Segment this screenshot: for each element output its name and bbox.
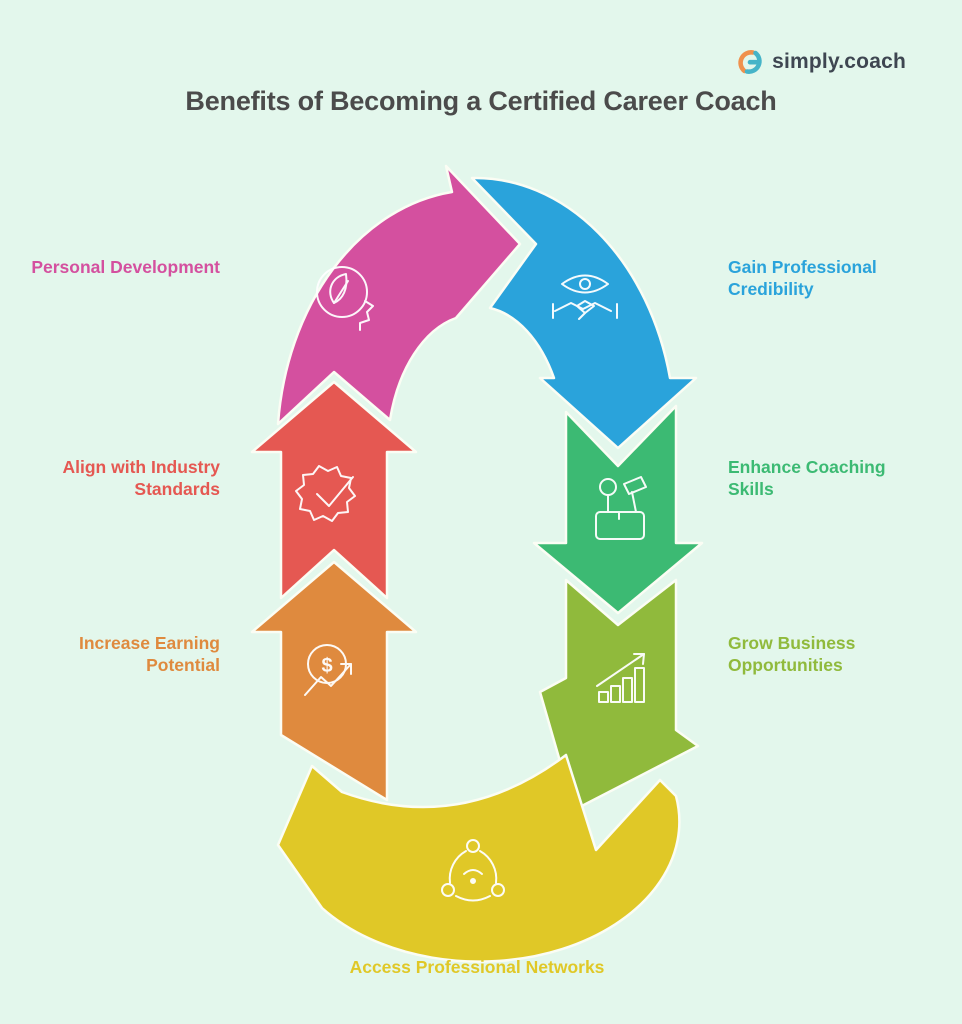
svg-text:$: $ (321, 655, 332, 677)
segment-personal-development (276, 164, 522, 426)
label-personal-development: Personal Development (31, 257, 220, 277)
badge-check-icon (295, 465, 356, 522)
label-access-professional-networks: Access Professional Networks (349, 957, 605, 977)
tools-icon (595, 476, 647, 540)
logo-arc-orange (738, 50, 756, 74)
growth-chart-icon (596, 653, 645, 703)
network-icon (441, 839, 505, 902)
dollar-arrow-icon: $ (304, 644, 352, 696)
logo-arc-teal (744, 50, 762, 74)
eye-handshake-icon (552, 274, 618, 320)
head-leaf-icon (316, 266, 374, 331)
segment-align-with-industry-standards (250, 380, 418, 600)
segment-access-professional-networks (276, 753, 681, 963)
label-align-with-industry-standards: Align with Industry Standards (62, 457, 221, 500)
label-gain-professional-credibility: Gain Professional Credibility (728, 257, 877, 300)
simply-coach-logo: simply.coach (736, 48, 906, 76)
logo-text: simply.coach (772, 50, 906, 73)
label-enhance-coaching-skills: Enhance Coaching Skills (728, 457, 886, 500)
simply-coach-logo-icon (738, 50, 762, 74)
segment-enhance-coaching-skills (532, 404, 704, 615)
page-title: Benefits of Becoming a Certified Career … (185, 86, 777, 116)
label-grow-business-opportunities: Grow Business Opportunities (728, 633, 856, 676)
label-increase-earning-potential: Increase Earning Potential (78, 633, 220, 676)
